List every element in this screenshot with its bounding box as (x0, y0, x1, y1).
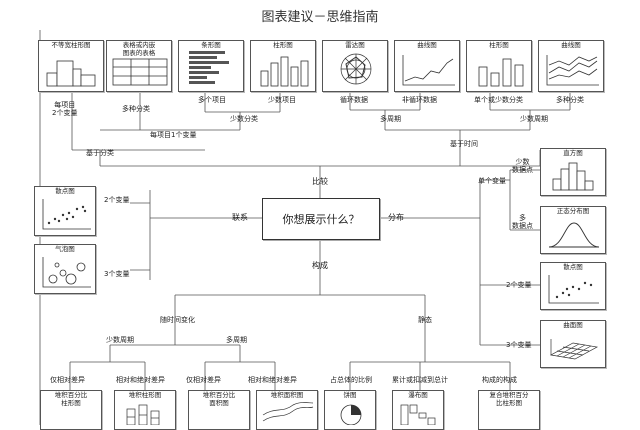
label-relative-absolute: 相对和绝对差异 (116, 376, 165, 384)
label-few-items: 少数项目 (268, 96, 296, 104)
stacked-area-icon (262, 402, 314, 422)
chart-box-normal-curve: 正态分布图 (540, 206, 606, 254)
branch-relation: 联系 (232, 213, 248, 222)
label-component: 构成的构成 (482, 376, 517, 384)
label-few-categories: 少数分类 (230, 115, 258, 123)
label-multi-category: 多种分类 (122, 105, 150, 113)
normal-curve-icon (548, 222, 600, 248)
label-single-or-few-category: 单个或少数分类 (474, 96, 523, 104)
center-question: 你想展示什么？ (262, 198, 380, 240)
branch-composition: 构成 (312, 261, 328, 270)
label-few-periods: 少数周期 (520, 115, 548, 123)
bar-chart-icon (189, 51, 229, 84)
chart-box-stacked-column: 堆积柱形图 (114, 390, 176, 430)
label-relative-absolute-2: 相对和绝对差异 (248, 376, 297, 384)
label-static: 静态 (418, 316, 432, 324)
chart-box-pie: 饼图 (324, 390, 376, 430)
label-relative-only: 仅相对差异 (50, 376, 85, 384)
diagram-title: 图表建议－思维指南 (261, 10, 379, 25)
label-cyclic: 循环数据 (340, 96, 368, 104)
label-three-vars-relation: 3个变量 (104, 270, 130, 278)
chart-box-scatter: 散点图 (34, 186, 96, 236)
chart-box-histogram: 直方图 (540, 148, 606, 196)
label-non-cyclic: 非循环数据 (402, 96, 437, 104)
chart-box-table: 表格或内嵌 图表的表格 (106, 40, 172, 92)
label-per-item-one-var: 每项目1个变量 (150, 131, 197, 139)
chart-box-line: 曲线图 (394, 40, 460, 92)
label-few-points: 少数 数据点 (512, 158, 533, 174)
line-chart-icon (402, 55, 455, 86)
label-by-category: 基于分类 (86, 149, 114, 157)
chart-box-bubble: 气泡图 (34, 244, 96, 294)
chart-box-bar: 条形图 (178, 40, 244, 92)
label-over-time: 随时间变化 (160, 316, 195, 324)
multi-line-chart-icon (546, 55, 599, 86)
label-many-periods: 多周期 (380, 115, 401, 123)
surface-chart-icon (549, 339, 599, 360)
label-many-periods-comp: 多周期 (226, 336, 247, 344)
label-multi-category-2: 多种分类 (556, 96, 584, 104)
chart-box-surface: 曲面图 (540, 320, 606, 368)
chart-box-waterfall: 瀑布图 (392, 390, 444, 430)
label-many-points: 多 数据点 (512, 214, 533, 230)
label-many-items: 多个项目 (198, 96, 226, 104)
label-by-time: 基于时间 (450, 140, 478, 148)
histogram-icon (552, 162, 594, 191)
label-relative-only-2: 仅相对差异 (186, 376, 221, 384)
radar-chart-icon (340, 53, 372, 85)
column-chart-icon (260, 56, 309, 87)
chart-box-stacked-percent-column: 堆积百分比 柱形图 (40, 390, 102, 430)
table-icon (112, 58, 168, 86)
chart-box-stacked-area: 堆积面积图 (256, 390, 318, 430)
bubble-chart-icon (42, 257, 91, 288)
chart-box-multi-line: 曲线图 (538, 40, 604, 92)
chart-box-column: 柱形图 (250, 40, 316, 92)
pie-chart-icon (340, 404, 362, 425)
label-two-vars-relation: 2个变量 (104, 196, 130, 204)
stacked-column-icon (126, 404, 160, 425)
chart-box-variable-width-bar: 不等宽柱形图 (38, 40, 104, 92)
chart-box-scatter-dist: 散点图 (540, 262, 606, 310)
label-three-vars-dist: 3个变量 (506, 341, 532, 349)
chart-box-radar: 雷达图 (322, 40, 388, 92)
scatter-plot-icon (548, 275, 599, 304)
branch-compare: 比较 (312, 177, 328, 186)
chart-box-composite-stacked-column: 复合堆积百分 比柱形图 (478, 390, 540, 430)
branch-distribution: 分布 (388, 213, 404, 222)
variable-width-bar-icon (46, 60, 96, 87)
scatter-plot-icon (42, 199, 91, 230)
chart-box-stacked-percent-area: 堆积百分比 面积图 (188, 390, 250, 430)
chart-box-column-2: 柱形图 (466, 40, 532, 92)
label-per-item-two-vars: 每项目 2个变量 (52, 101, 78, 117)
label-share-of-total: 占总体的比例 (330, 376, 372, 384)
label-few-periods-comp: 少数周期 (106, 336, 134, 344)
label-single-var: 单个变量 (478, 177, 506, 185)
label-accumulate: 累计或扣减到总计 (392, 376, 448, 384)
label-two-vars-dist: 2个变量 (506, 281, 532, 289)
column-chart-icon (478, 58, 524, 87)
waterfall-chart-icon (400, 404, 436, 425)
